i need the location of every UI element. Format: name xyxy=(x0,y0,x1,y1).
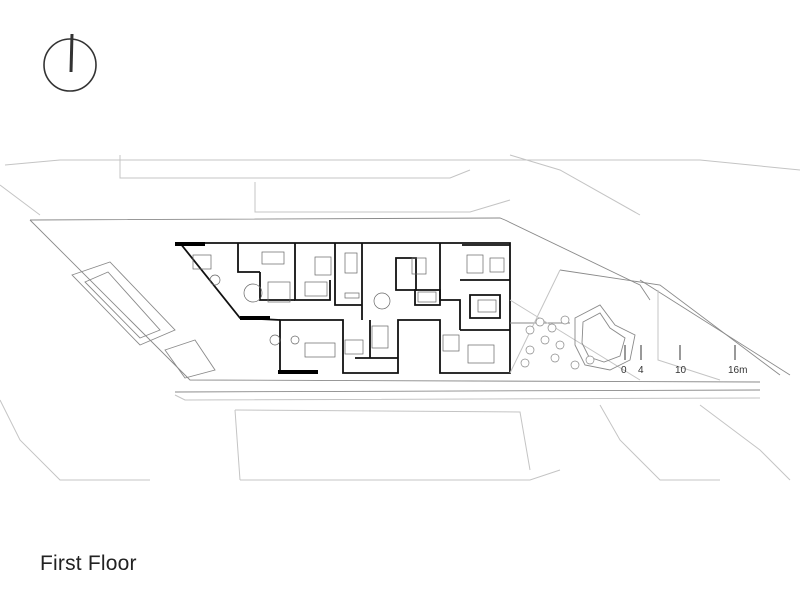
building-walls xyxy=(179,242,511,374)
scale-label-16m: 16m xyxy=(728,365,747,376)
site-context-lines xyxy=(0,154,800,481)
drawing-title: First Floor xyxy=(40,552,137,575)
scale-bar: 0 4 10 16m xyxy=(621,345,747,376)
north-arrow-icon xyxy=(43,33,97,92)
scale-label-10: 10 xyxy=(675,365,687,376)
heavy-walls xyxy=(175,242,318,374)
furniture xyxy=(192,251,505,364)
scale-label-0: 0 xyxy=(621,365,627,376)
garden-area xyxy=(509,269,641,381)
left-court xyxy=(71,261,216,379)
scale-label-4: 4 xyxy=(638,365,644,376)
